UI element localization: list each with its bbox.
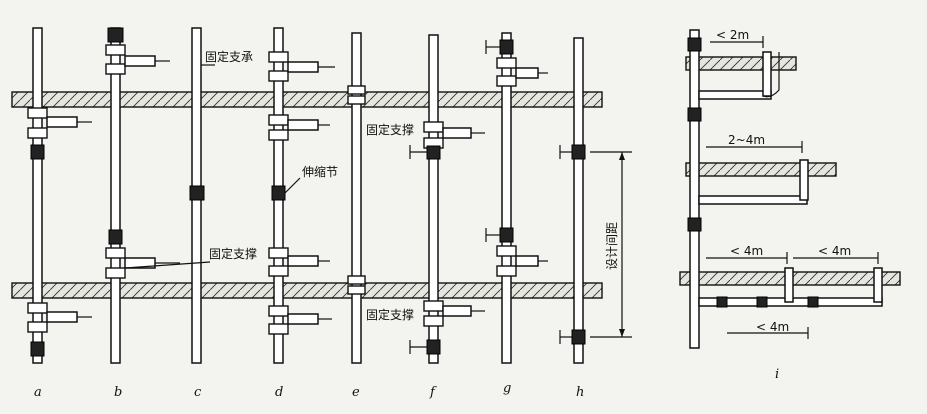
- riser-g: [485, 32, 548, 364]
- riser-d: [268, 27, 335, 364]
- svg-text:设计间距: 设计间距: [605, 222, 619, 270]
- dim-branch-3a: < 4m: [730, 244, 763, 258]
- label-a: a: [34, 385, 42, 400]
- svg-text:固定支承: 固定支承: [205, 49, 253, 64]
- svg-text:固定支撑: 固定支撑: [366, 122, 414, 137]
- label-f: f: [429, 385, 437, 400]
- label-b: b: [114, 385, 122, 400]
- annotation-fixed-brace-f-upper: 固定支撑: [366, 122, 414, 137]
- riser-b: [105, 27, 180, 364]
- label-e: e: [352, 385, 360, 400]
- label-g: g: [503, 381, 511, 396]
- riser-h: [559, 37, 632, 364]
- riser-f: [409, 34, 485, 364]
- riser-c: [189, 27, 205, 364]
- dim-branch-3b: < 4m: [818, 244, 851, 258]
- dim-branch-3c: < 4m: [756, 320, 789, 334]
- annotation-fixed-brace-mid: 固定支撑: [124, 246, 257, 269]
- floor-slab-lower: [11, 282, 603, 299]
- svg-text:固定支撑: 固定支撑: [366, 307, 414, 322]
- label-i: i: [775, 367, 779, 382]
- dim-branch-1: < 2m: [716, 28, 749, 42]
- annotation-fixed-support-top: 固定支承: [201, 49, 253, 66]
- svg-text:固定支撑: 固定支撑: [209, 246, 257, 261]
- dim-branch-2: 2~4m: [728, 133, 765, 147]
- riser-e: [347, 32, 366, 364]
- label-d: d: [275, 385, 283, 400]
- annotation-design-spacing: 设计间距: [605, 222, 619, 270]
- svg-text:伸缩节: 伸缩节: [302, 164, 338, 179]
- label-c: c: [194, 385, 202, 400]
- annotation-expansion-joint: 伸缩节: [284, 164, 338, 194]
- annotation-fixed-brace-f-lower: 固定支撑: [366, 307, 414, 322]
- label-h: h: [576, 385, 584, 400]
- floor-slab-upper: [11, 91, 603, 108]
- riser-i: [679, 29, 901, 349]
- riser-a: [27, 27, 92, 364]
